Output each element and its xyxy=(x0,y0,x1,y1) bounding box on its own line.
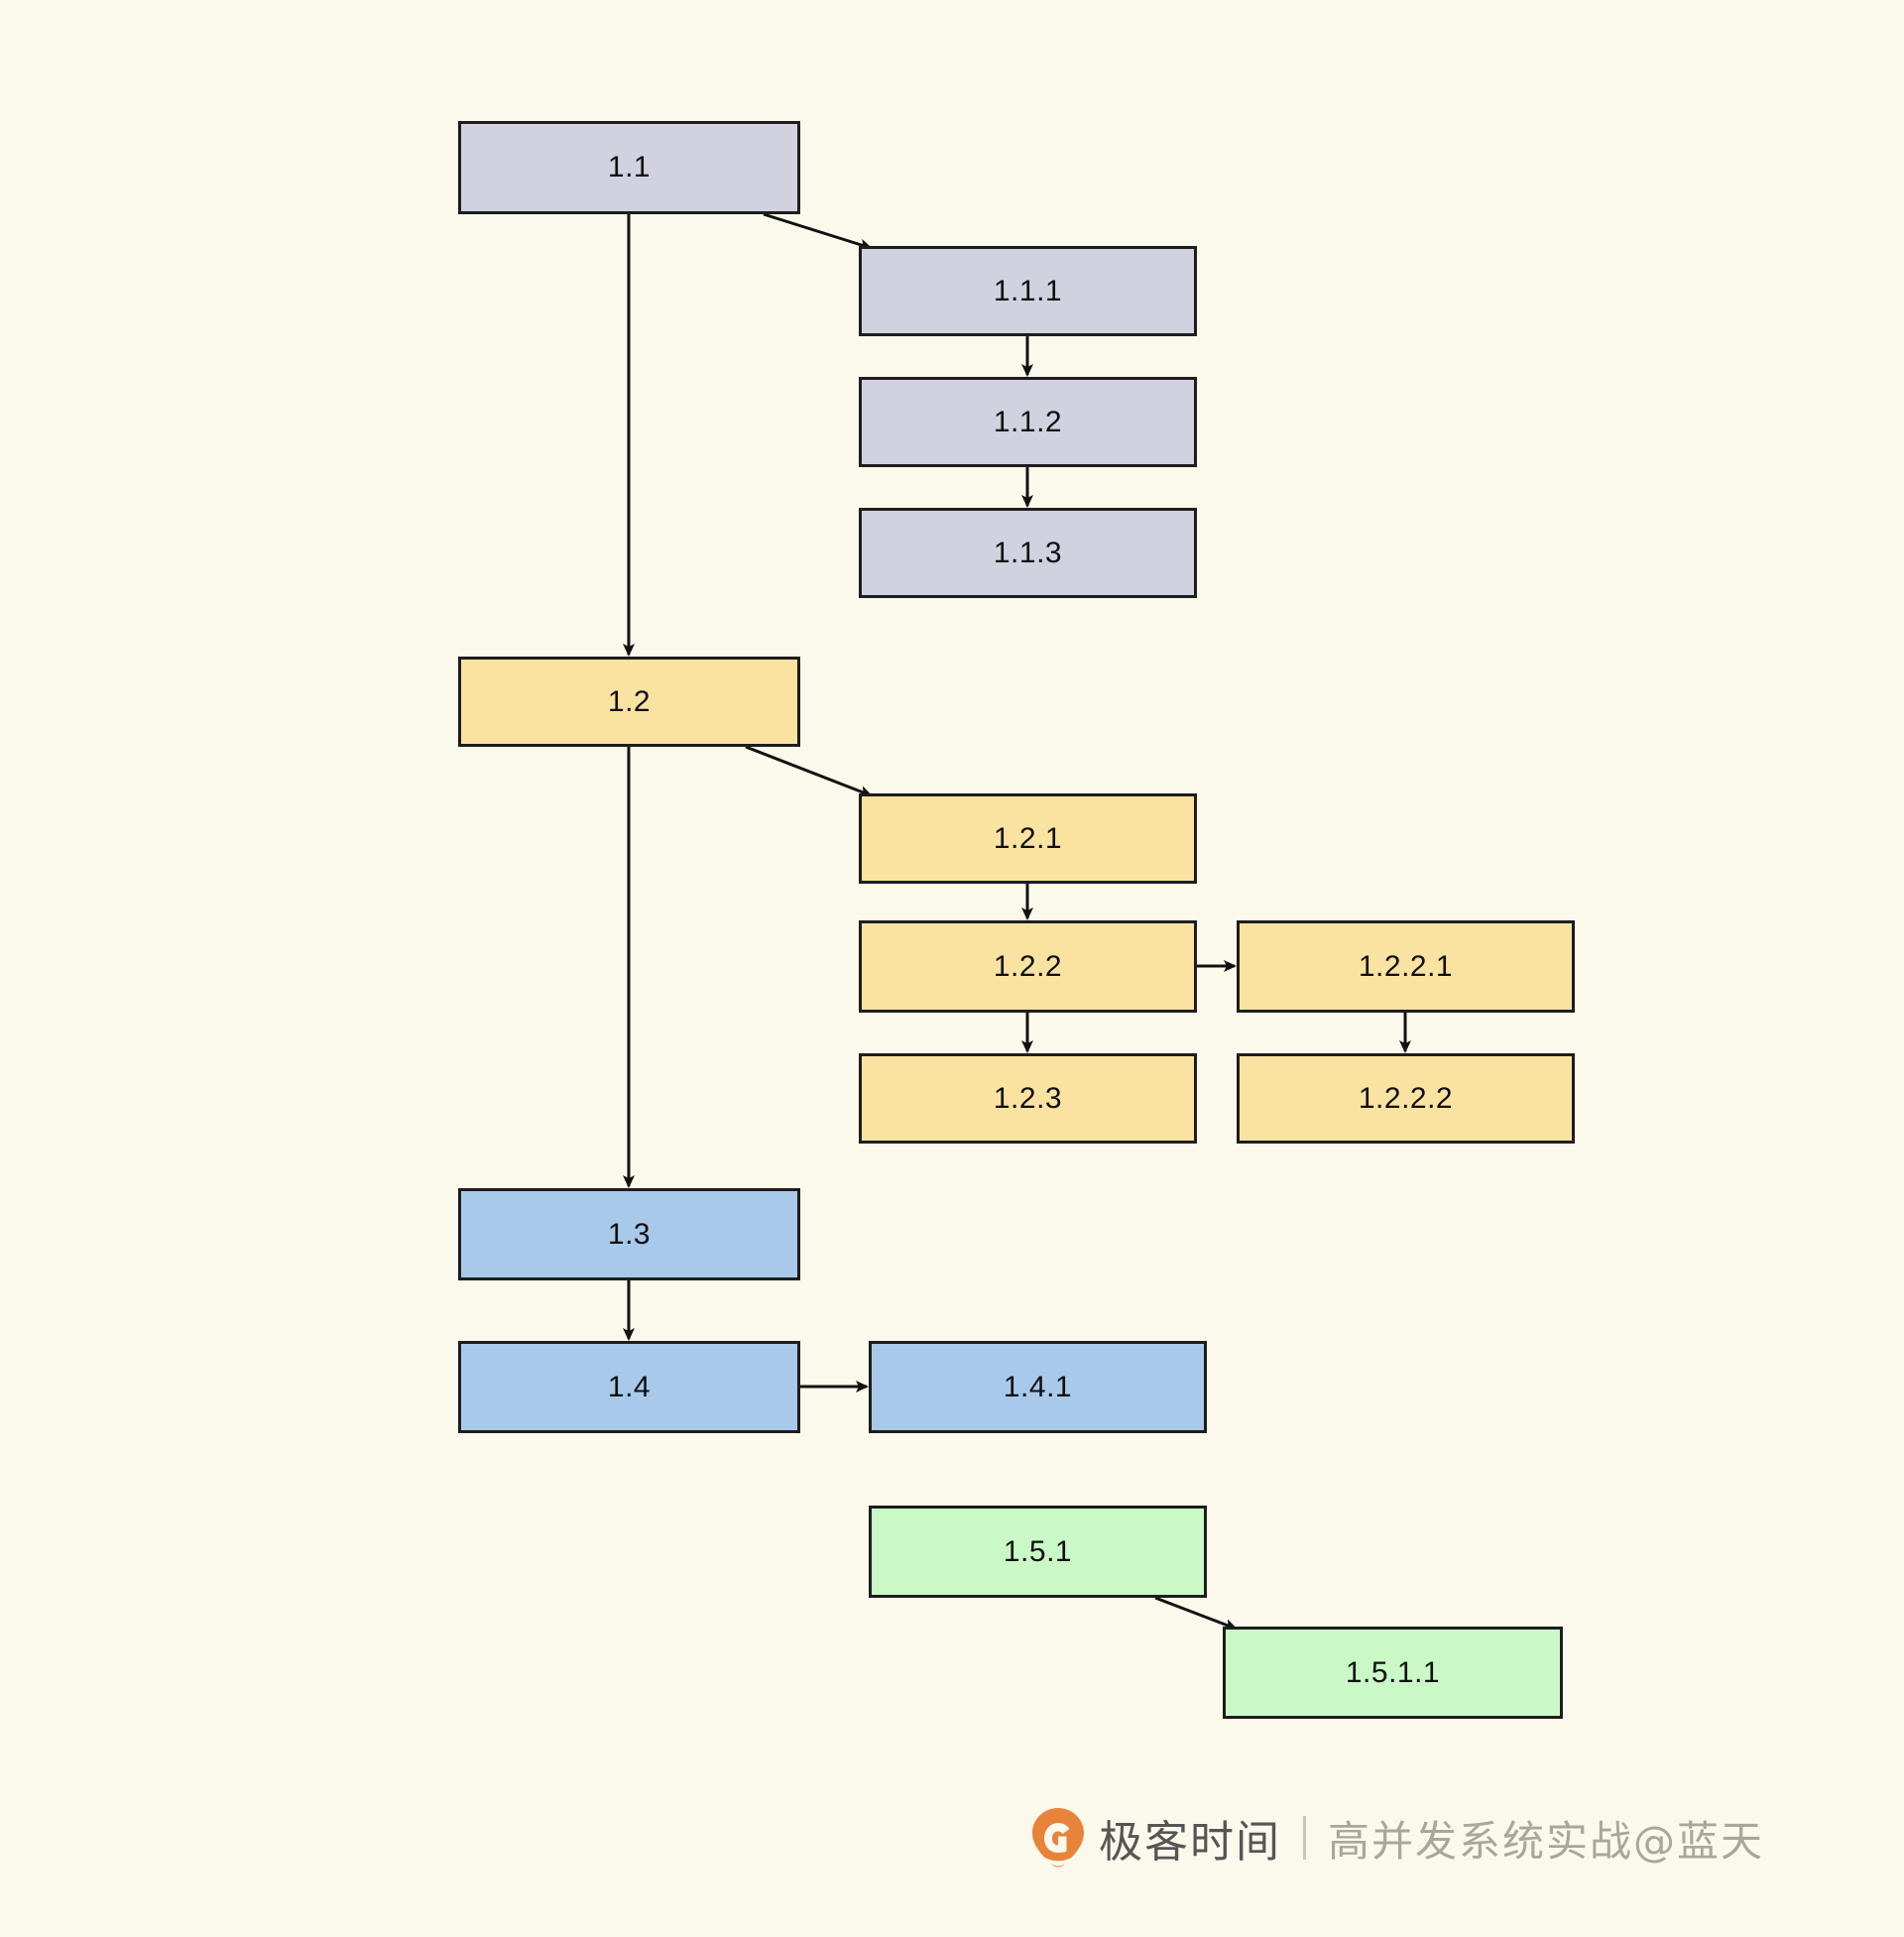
node-label: 1.1.1 xyxy=(993,274,1063,307)
node-1-2-2-1[interactable]: 1.2.2.1 xyxy=(1237,920,1575,1013)
node-1-2-3[interactable]: 1.2.3 xyxy=(859,1053,1197,1144)
node-1-4[interactable]: 1.4 xyxy=(458,1341,800,1433)
node-label: 1.2.2.1 xyxy=(1358,949,1454,983)
node-1-2-2[interactable]: 1.2.2 xyxy=(859,920,1197,1013)
node-label: 1.1.2 xyxy=(993,405,1063,438)
node-1-1-3[interactable]: 1.1.3 xyxy=(859,508,1197,598)
node-1-2-2-2[interactable]: 1.2.2.2 xyxy=(1237,1053,1575,1144)
watermark-divider xyxy=(1303,1816,1306,1860)
node-label: 1.2.3 xyxy=(993,1081,1063,1115)
node-1-1-2[interactable]: 1.1.2 xyxy=(859,377,1197,467)
node-1-1[interactable]: 1.1 xyxy=(458,121,800,214)
node-label: 1.2.2 xyxy=(993,949,1063,983)
node-label: 1.5.1.1 xyxy=(1345,1655,1441,1689)
watermark-course: 高并发系统实战@蓝天 xyxy=(1328,1816,1765,1866)
node-label: 1.1.3 xyxy=(993,536,1063,569)
node-label: 1.1 xyxy=(607,151,652,183)
geekbang-logo-icon xyxy=(1031,1807,1085,1869)
node-1-1-1[interactable]: 1.1.1 xyxy=(859,246,1197,336)
node-label: 1.2 xyxy=(607,684,652,718)
node-label: 1.2.1 xyxy=(993,821,1063,855)
node-label: 1.4.1 xyxy=(1003,1370,1073,1403)
watermark-brand: 极客时间 xyxy=(1099,1817,1281,1868)
node-label: 1.4 xyxy=(607,1370,652,1403)
node-1-4-1[interactable]: 1.4.1 xyxy=(869,1341,1207,1433)
node-1-3[interactable]: 1.3 xyxy=(458,1188,800,1280)
edge-1-1-to-1-1-1 xyxy=(763,212,873,251)
node-1-2[interactable]: 1.2 xyxy=(458,657,800,747)
edge-1-2-to-1-2-1 xyxy=(745,745,873,797)
node-label: 1.2.2.2 xyxy=(1358,1081,1454,1115)
node-1-5-1-1[interactable]: 1.5.1.1 xyxy=(1223,1627,1563,1719)
node-1-2-1[interactable]: 1.2.1 xyxy=(859,793,1197,884)
watermark: 极客时间 高并发系统实战@蓝天 xyxy=(1031,1803,1764,1873)
node-label: 1.5.1 xyxy=(1003,1534,1073,1568)
edge-1-5-1-to-1-5-1-1 xyxy=(1154,1596,1238,1631)
node-label: 1.3 xyxy=(607,1217,652,1251)
node-1-5-1[interactable]: 1.5.1 xyxy=(869,1506,1207,1598)
